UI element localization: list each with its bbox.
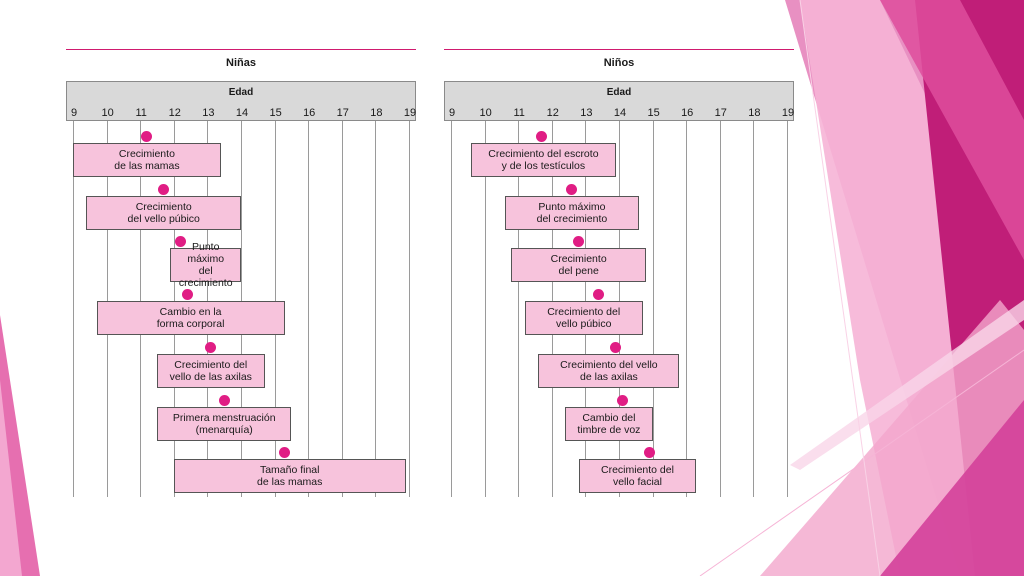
axis-label: Edad bbox=[228, 87, 254, 98]
age-tick-label: 12 bbox=[168, 107, 181, 119]
age-tick-label: 14 bbox=[613, 107, 627, 119]
age-tick-label: 9 bbox=[448, 107, 456, 119]
age-tick-label: 15 bbox=[647, 107, 660, 119]
age-gridline bbox=[652, 121, 654, 497]
girls-chart: Niñas Edad 9 10 11 12 13 14 15 16 17 18 19 Crecimi… bbox=[66, 0, 416, 500]
age-tick-label: 11 bbox=[135, 107, 147, 119]
peak-marker bbox=[536, 131, 548, 142]
peak-marker bbox=[175, 236, 187, 248]
age-tick-label: 18 bbox=[370, 107, 383, 119]
boys-chart: Niños Edad 9 10 11 12 13 14 15 16 17 18 19 Crecimi… bbox=[444, 0, 794, 500]
event-bar: Punto máximo del crecimiento bbox=[504, 195, 640, 230]
age-gridline bbox=[73, 121, 74, 497]
age-header: Edad 9 10 11 12 13 14 15 16 17 18 19 bbox=[444, 81, 794, 121]
age-tick-label: 13 bbox=[580, 107, 593, 119]
event-bar: Crecimiento del pene bbox=[511, 248, 646, 283]
age-gridline bbox=[787, 121, 788, 497]
axis-label: Edad bbox=[606, 87, 632, 98]
age-tick-label: 16 bbox=[303, 107, 316, 119]
age-tick-label: 12 bbox=[546, 107, 559, 119]
peak-marker bbox=[181, 289, 193, 301]
age-gridline bbox=[375, 121, 377, 497]
age-gridline bbox=[484, 121, 486, 497]
peak-marker bbox=[158, 183, 170, 195]
peak-marker bbox=[643, 447, 655, 459]
age-gridline bbox=[753, 121, 755, 497]
peak-marker bbox=[141, 131, 153, 142]
age-gridline bbox=[409, 121, 410, 497]
peak-marker bbox=[610, 341, 622, 353]
age-header: Edad 9 10 11 12 13 14 15 16 17 18 19 bbox=[66, 81, 416, 121]
age-tick-label: 14 bbox=[235, 107, 249, 119]
peak-marker bbox=[593, 289, 605, 301]
peak-marker bbox=[205, 341, 217, 353]
event-bar: Cambio del timbre de voz bbox=[565, 406, 653, 441]
event-bar: Crecimiento del vello de las axilas bbox=[538, 353, 680, 388]
age-tick-label: 15 bbox=[269, 107, 282, 119]
event-bar: Primera menstruación (menarquía) bbox=[157, 406, 292, 441]
age-gridline bbox=[719, 121, 721, 497]
peak-marker bbox=[218, 394, 230, 406]
age-gridline bbox=[686, 121, 688, 497]
age-tick-label: 18 bbox=[748, 107, 761, 119]
peak-marker bbox=[279, 447, 291, 459]
age-tick-label: 16 bbox=[681, 107, 694, 119]
age-tick-label: 17 bbox=[336, 107, 349, 119]
age-tick-label: 13 bbox=[202, 107, 215, 119]
age-tick-label: 11 bbox=[513, 107, 525, 119]
peak-marker bbox=[616, 394, 628, 406]
event-bar: Tamaño final de las mamas bbox=[173, 459, 406, 494]
event-bar: Punto máximo del crecimiento bbox=[170, 241, 241, 289]
event-bar: Crecimiento del vello púbico bbox=[86, 195, 241, 230]
chart-title: Niños bbox=[603, 57, 635, 69]
peak-marker bbox=[566, 183, 578, 195]
age-tick-label: 19 bbox=[403, 107, 417, 119]
age-gridline bbox=[308, 121, 310, 497]
title-rule bbox=[444, 49, 794, 50]
peak-marker bbox=[573, 236, 585, 248]
age-gridline bbox=[518, 121, 520, 497]
age-tick-label: 10 bbox=[101, 107, 114, 119]
title-rule bbox=[66, 49, 416, 50]
age-tick-label: 10 bbox=[479, 107, 492, 119]
age-tick-label: 19 bbox=[781, 107, 795, 119]
age-gridline bbox=[451, 121, 452, 497]
event-bar: Cambio en la forma corporal bbox=[96, 301, 285, 336]
event-bar: Crecimiento del vello facial bbox=[578, 459, 697, 494]
event-bar: Crecimiento del vello púbico bbox=[524, 301, 643, 336]
age-tick-label: 9 bbox=[70, 107, 78, 119]
event-bar: Crecimiento del escroto y de los testícu… bbox=[471, 143, 616, 177]
event-bar: Crecimiento del vello de las axilas bbox=[157, 353, 265, 388]
age-tick-label: 17 bbox=[714, 107, 727, 119]
event-bar: Crecimiento de las mamas bbox=[73, 143, 221, 177]
chart-title: Niñas bbox=[226, 57, 256, 69]
age-gridline bbox=[341, 121, 343, 497]
